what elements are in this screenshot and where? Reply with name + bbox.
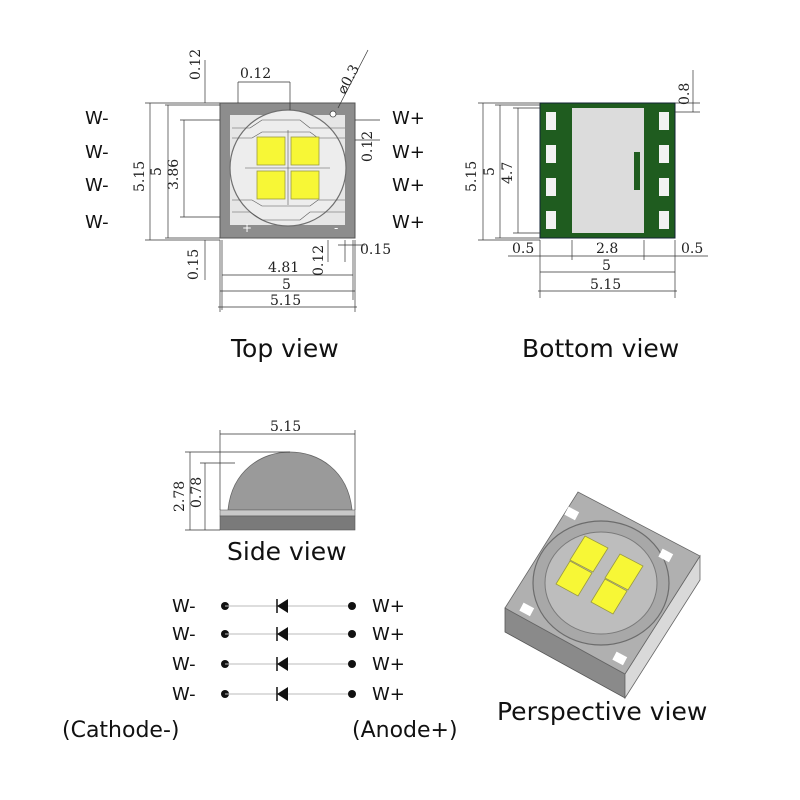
schematic-right-3: W+: [372, 654, 405, 675]
schematic-row-3: W- W+: [172, 654, 405, 675]
minus-mark-icon: -: [334, 221, 338, 235]
schematic-row-4: W- W+: [172, 684, 405, 705]
top-view-led-3: [256, 170, 286, 200]
top-pin-left-2: W-: [85, 142, 109, 163]
side-dim-base-h: 0.78: [189, 477, 205, 508]
top-dim-right-bottom: 0.15: [360, 242, 391, 258]
top-pin-right-2: W+: [392, 142, 425, 163]
top-view-dimension-lines: [145, 49, 380, 312]
schematic-row-2: W- W+: [172, 624, 405, 645]
top-dim-inner-w: 4.81: [268, 260, 299, 276]
side-view-dimension-lines: [185, 430, 356, 531]
perspective-led-3: [555, 560, 593, 597]
schematic-right-1: W+: [372, 596, 405, 617]
side-view-dome: [227, 451, 353, 511]
top-dim-outer-w: 5.15: [270, 293, 301, 309]
schematic-left-4: W-: [172, 684, 196, 705]
side-view-base: [219, 515, 356, 531]
diode-icon: [277, 687, 288, 701]
bottom-view-side-pads: [546, 112, 669, 229]
perspective-view: Perspective view: [497, 491, 707, 726]
top-view-led-1: [256, 136, 286, 166]
schematic-anode-label: (Anode+): [352, 718, 458, 743]
top-dim-outer-h: 5.15: [132, 161, 148, 192]
bottom-dim-outer-w: 5.15: [590, 277, 621, 293]
bottom-view-caption: Bottom view: [522, 334, 679, 363]
top-view-mark-hole: [329, 110, 337, 118]
schematic-right-2: W+: [372, 624, 405, 645]
top-pin-left-4: W-: [85, 212, 109, 233]
top-pin-right-4: W+: [392, 212, 425, 233]
plus-mark-icon: +: [242, 221, 252, 235]
bottom-view-dimension-lines: [478, 70, 708, 298]
top-view-led-4: [290, 170, 320, 200]
schematic-right-4: W+: [372, 684, 405, 705]
bottom-dim-body-h: 5: [482, 167, 498, 176]
diode-icon: [277, 599, 288, 613]
side-view-caption: Side view: [227, 537, 347, 566]
bottom-view-center-notch: [634, 152, 640, 190]
top-pin-left-1: W-: [85, 108, 109, 129]
diode-icon: [277, 627, 288, 641]
top-pin-left-3: W-: [85, 175, 109, 196]
bottom-dim-top: 0.8: [677, 83, 693, 105]
perspective-led-1: [569, 535, 609, 573]
top-view-traces: [232, 119, 345, 221]
diode-icon: [277, 657, 288, 671]
top-view: + - W- W- W- W- W+ W+ W+ W+: [85, 49, 425, 363]
schematic-left-3: W-: [172, 654, 196, 675]
bottom-dim-right-pad: 0.5: [681, 241, 703, 257]
bottom-view-center-pad: [572, 108, 644, 233]
top-dim-inner-h: 3.86: [166, 159, 182, 190]
side-view-base-top: [219, 509, 356, 517]
perspective-led-4: [590, 578, 628, 615]
bottom-dim-outer-h: 5.15: [464, 161, 480, 192]
top-dim-top-pad: 0.12: [240, 66, 271, 82]
schematic-row-1: W- W+: [172, 596, 405, 617]
top-pin-right-1: W+: [392, 108, 425, 129]
side-dim-width: 5.15: [270, 419, 301, 435]
bottom-dim-inner-h: 4.7: [500, 162, 516, 184]
perspective-led-2: [604, 553, 644, 591]
schematic: W- W+ W- W+ W- W+ W-: [62, 596, 458, 743]
bottom-view: 0.8 5.15 5 4.7 0.5 2.8 0.5 5 5.15 Bottom…: [464, 70, 708, 363]
top-view-caption: Top view: [230, 334, 339, 363]
top-dim-right-gap: 0.12: [360, 131, 376, 162]
schematic-cathode-label: (Cathode-): [62, 718, 179, 743]
bottom-dim-body-w: 5: [602, 258, 611, 274]
top-view-led-2: [290, 136, 320, 166]
top-pin-right-3: W+: [392, 175, 425, 196]
top-dim-body-h: 5: [149, 167, 165, 176]
bottom-dim-center: 2.8: [596, 241, 618, 257]
top-dim-left-bottom: 0.15: [186, 249, 202, 280]
top-dim-bottom-gap: 0.12: [311, 245, 327, 276]
side-dim-total-h: 2.78: [172, 481, 188, 512]
perspective-view-caption: Perspective view: [497, 697, 707, 726]
schematic-left-2: W-: [172, 624, 196, 645]
top-dim-body-w: 5: [282, 277, 291, 293]
schematic-left-1: W-: [172, 596, 196, 617]
bottom-dim-left-pad: 0.5: [512, 241, 534, 257]
top-dim-top-gap: 0.12: [188, 49, 204, 80]
side-view: 5.15 2.78 0.78 Side view: [172, 419, 356, 566]
